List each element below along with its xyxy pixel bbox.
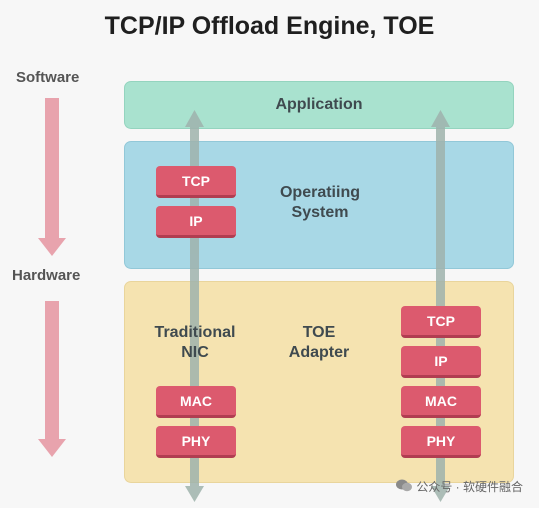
- watermark-text: 公众号 · 软硬件融合: [416, 480, 523, 494]
- os-label-line2: System: [291, 204, 349, 221]
- right-mac-box: MAC: [401, 386, 481, 418]
- wechat-icon: [396, 479, 413, 495]
- left-flow-arrow: [185, 110, 204, 502]
- os-label-line1: Operatiing: [279, 184, 360, 201]
- left-phy-box: PHY: [156, 426, 236, 458]
- hardware-label: Hardware: [12, 267, 81, 284]
- toe-adapter-line2: Adapter: [288, 344, 350, 361]
- right-tcp-box: TCP: [401, 306, 481, 338]
- hardware-down-arrow: [38, 301, 66, 457]
- left-ip-box: IP: [156, 206, 236, 238]
- software-down-arrow: [38, 98, 66, 256]
- left-tcp-box: TCP: [156, 166, 236, 198]
- right-phy-box: PHY: [401, 426, 481, 458]
- application-label: Application: [275, 96, 363, 113]
- os-label: Operatiing System: [260, 183, 380, 223]
- software-label: Software: [16, 69, 80, 86]
- os-layer: [124, 141, 514, 269]
- toe-adapter-label: TOE Adapter: [264, 323, 374, 363]
- traditional-nic-label: Traditional NIC: [140, 323, 250, 363]
- watermark: 公众号 · 软硬件融合: [396, 478, 523, 495]
- diagram-title: TCP/IP Offload Engine, TOE: [104, 12, 435, 40]
- toe-adapter-line1: TOE: [302, 324, 336, 341]
- traditional-nic-line1: Traditional: [154, 324, 236, 341]
- traditional-nic-line2: NIC: [181, 344, 209, 361]
- left-mac-box: MAC: [156, 386, 236, 418]
- right-ip-box: IP: [401, 346, 481, 378]
